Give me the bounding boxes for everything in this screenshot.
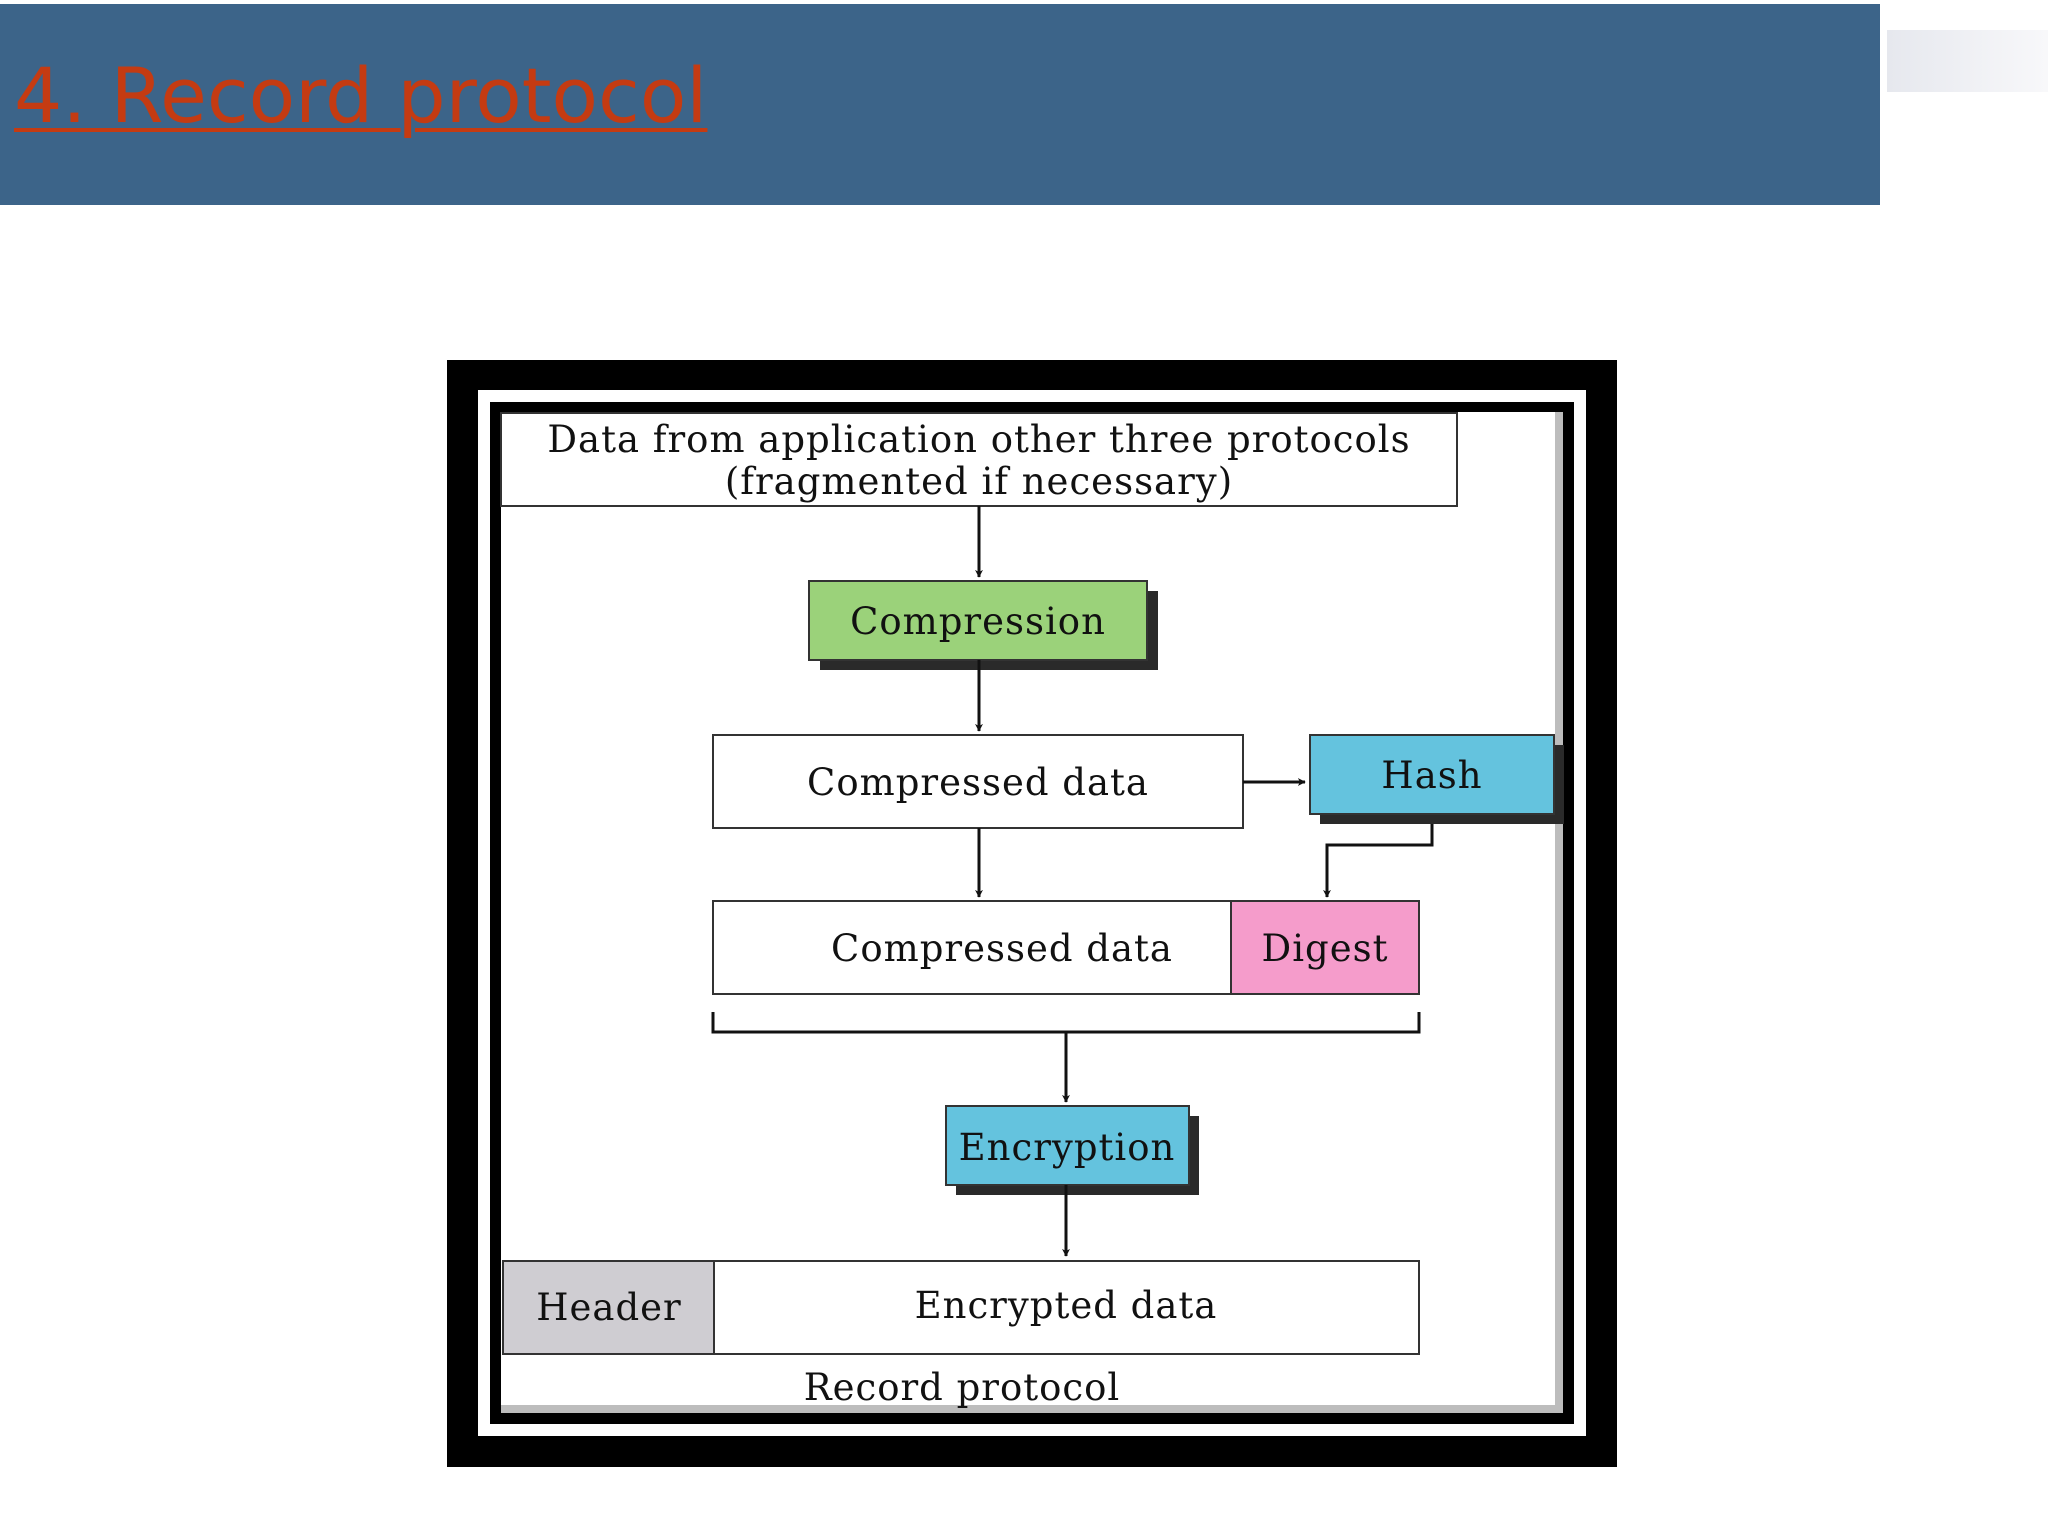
input-data-box (500, 412, 1458, 507)
digest-box[interactable] (1230, 900, 1420, 995)
compression-box[interactable] (808, 580, 1148, 661)
slide-title[interactable]: 4. Record protocol (14, 51, 708, 140)
encryption-box[interactable] (945, 1105, 1190, 1186)
header-label: Header (536, 1286, 682, 1329)
compressed-data-box-1 (712, 734, 1244, 829)
encryption-label: Encryption (959, 1126, 1176, 1169)
corner-decoration (1887, 30, 2048, 92)
title-bar (0, 4, 1880, 205)
input-data-line1: Data from application other three protoc… (547, 418, 1410, 461)
compressed-data-label-1: Compressed data (807, 761, 1149, 804)
encrypted-data-box (713, 1260, 1420, 1355)
arrow-hash-to-digest (1323, 824, 1434, 898)
canvas-shade-bottom (501, 1405, 1563, 1413)
compressed-data-box-2 (712, 900, 1232, 995)
canvas-shade (1555, 412, 1563, 1413)
hash-box[interactable] (1309, 734, 1555, 815)
diagram-caption: Record protocol (804, 1366, 1121, 1409)
digest-label: Digest (1262, 927, 1389, 970)
hash-label: Hash (1381, 754, 1482, 797)
compression-label: Compression (850, 600, 1106, 643)
encrypted-data-label: Encrypted data (915, 1284, 1218, 1327)
compressed-data-label-2: Compressed data (831, 927, 1173, 970)
input-data-line2: (fragmented if necessary) (725, 460, 1233, 503)
header-box[interactable] (502, 1260, 715, 1355)
